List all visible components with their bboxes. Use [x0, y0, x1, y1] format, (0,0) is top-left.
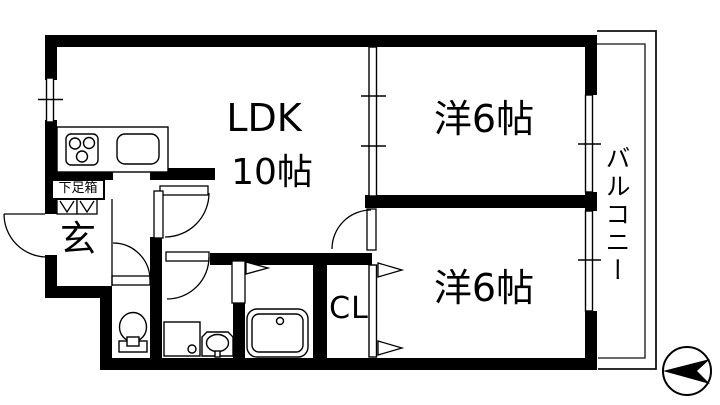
- bedroom2-door-panel: [366, 208, 377, 251]
- bathroom-door-leaf: [231, 260, 246, 304]
- wall-entrance-bottom: [45, 286, 112, 298]
- kitchen: [56, 126, 169, 173]
- partition-ldk-bedroom1: [368, 46, 378, 197]
- toilet-door-arc: [112, 242, 151, 281]
- toilet-tank-tab: [126, 336, 140, 347]
- north-arrow-dart: [663, 359, 710, 384]
- bedroom1-label: 洋6帖: [433, 97, 535, 141]
- stove-burner-1: [68, 137, 82, 150]
- wall-bedroom-divider: [365, 195, 597, 208]
- shoe-box-label: 下足箱: [51, 179, 105, 200]
- wall-toilet-washroom: [150, 237, 162, 358]
- closet-door-triangle-top: [377, 262, 405, 278]
- washing-machine-drain: [187, 344, 197, 354]
- walls: [45, 35, 597, 370]
- bedroom2-door-arc: [331, 209, 372, 250]
- stove-burner-3: [75, 150, 89, 163]
- sanitary: [118, 308, 309, 358]
- balcony-label: バルコニー: [602, 145, 631, 285]
- wall-bottom: [100, 358, 597, 370]
- ldk-door-panel-h: [159, 185, 209, 196]
- windows: [38, 46, 601, 358]
- washbasin-stem: [214, 350, 221, 358]
- shoe-cabinet-mark-2: [79, 200, 95, 214]
- wall-left-mid: [45, 120, 57, 182]
- wall-wash-bath-divider: [233, 303, 245, 358]
- washbasin-bowl: [205, 333, 230, 353]
- washroom-door-panel: [165, 251, 210, 262]
- ldk-door-panel-v: [153, 190, 164, 239]
- shoe-cabinet-mark-1: [59, 200, 75, 214]
- doors: [3, 185, 405, 356]
- closet-sliding-line: [368, 264, 378, 358]
- north-arrow-icon: [662, 346, 712, 396]
- wall-top: [45, 35, 597, 47]
- entrance-door-arc: [3, 213, 48, 258]
- bathroom-door-triangle: [245, 261, 271, 275]
- entrance-label: 玄: [59, 219, 97, 260]
- washroom-door-arc: [166, 256, 210, 300]
- ldk-size-label: 10帖: [231, 152, 313, 193]
- stove-burner-2: [82, 136, 96, 150]
- bathtub-inner: [251, 313, 304, 353]
- balcony-railing: [597, 30, 657, 370]
- ldk-door-arc: [164, 192, 210, 238]
- window-bedroom2: [584, 210, 594, 312]
- wall-right-upper: [585, 35, 597, 95]
- wall-left-upper: [45, 35, 57, 80]
- wall-lower-left: [100, 286, 112, 370]
- wall-right-lower: [585, 311, 597, 370]
- closet-label: CL: [329, 291, 369, 326]
- bedroom2-label: 洋6帖: [433, 266, 535, 310]
- wall-washroom-top: [210, 253, 372, 265]
- toilet-door-panel: [111, 275, 151, 286]
- entrance-area: [56, 198, 113, 286]
- bathtub-drain: [275, 316, 285, 326]
- kitchen-sink: [116, 133, 160, 165]
- wall-bath-right: [313, 265, 327, 358]
- ldk-label: LDK: [226, 96, 302, 140]
- closet-door-triangle-bottom: [377, 340, 405, 356]
